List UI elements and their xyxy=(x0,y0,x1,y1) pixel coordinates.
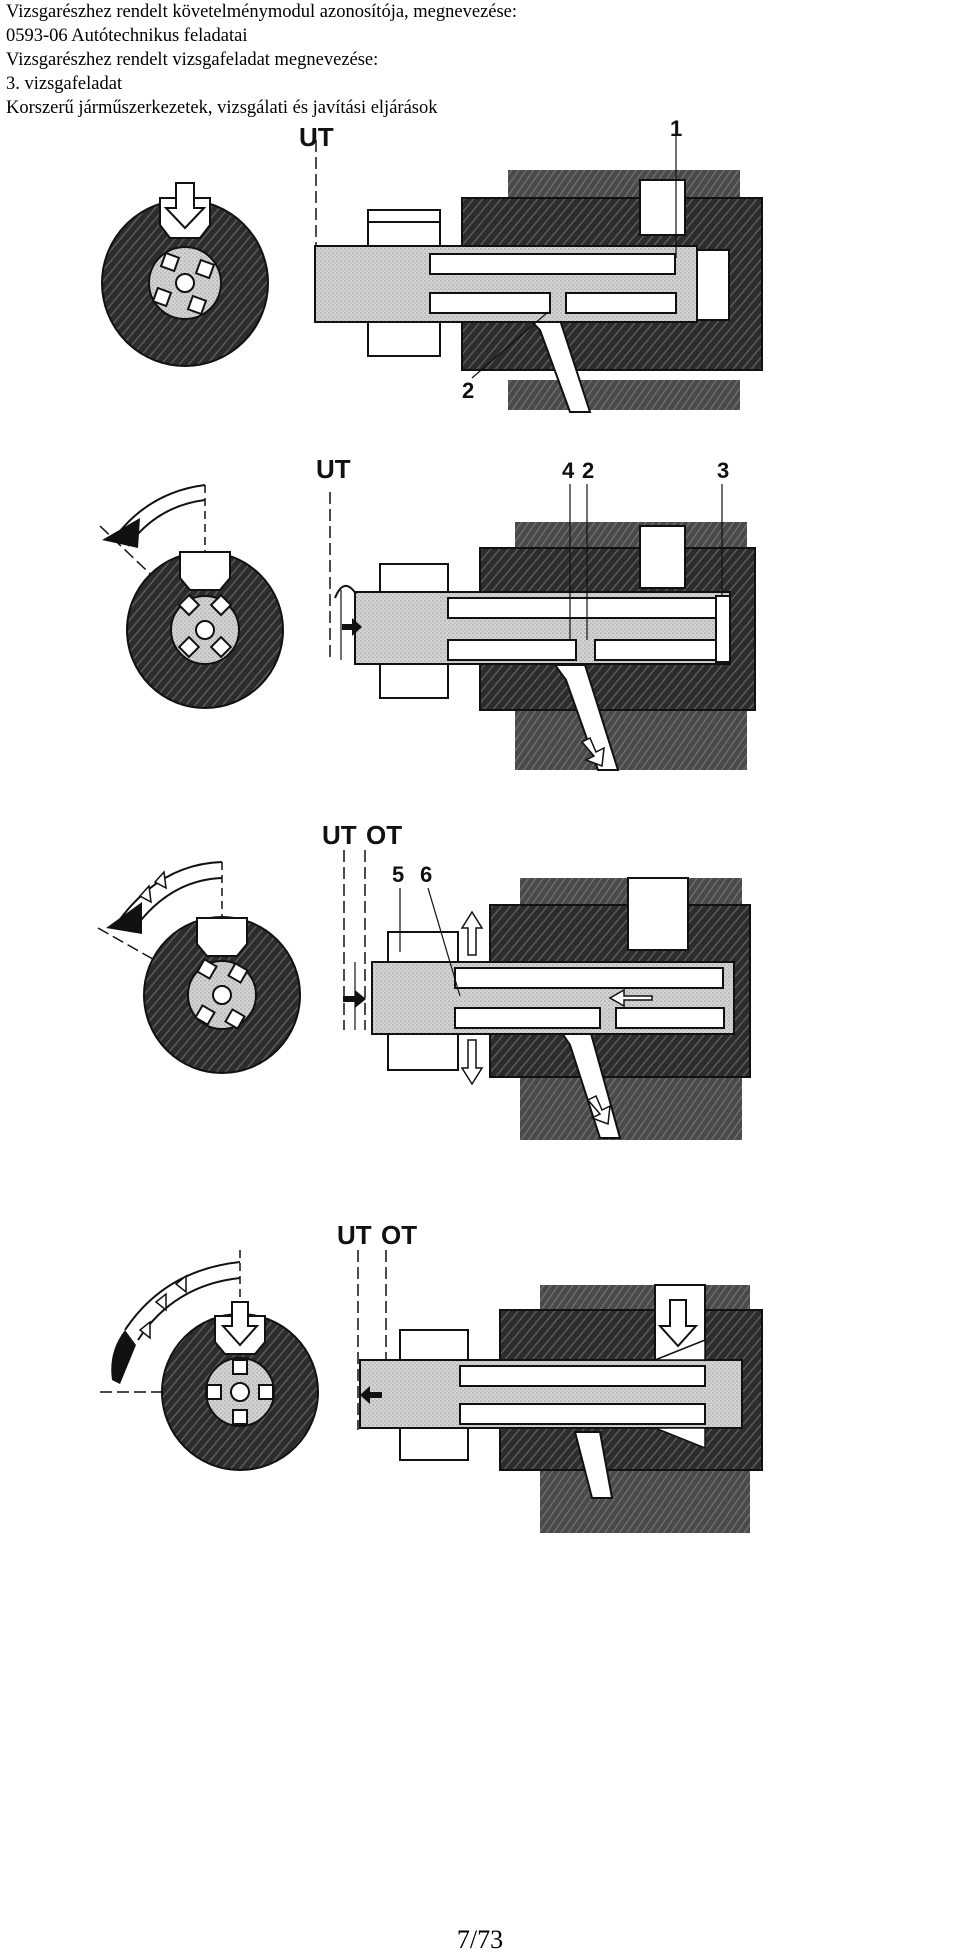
rotor-disc-4 xyxy=(161,1301,319,1471)
pump-section-4 xyxy=(357,1250,763,1533)
label-5-part: 5 xyxy=(392,862,404,887)
label-4-part: 4 xyxy=(562,458,575,483)
label-ut-2: UT xyxy=(316,454,351,484)
header-line-task-title: Korszerű járműszerkezetek, vizsgálati és… xyxy=(6,98,438,118)
pump-section-2 xyxy=(329,484,756,771)
rotation-arrow-icon xyxy=(106,902,142,934)
label-1-part: 1 xyxy=(670,116,682,141)
page-number: 7/73 xyxy=(456,1925,504,1954)
label-ot-3: OT xyxy=(366,820,402,850)
header-line-task-label: Vizsgarészhez rendelt vizsgafeladat megn… xyxy=(6,50,379,70)
header-line-task-number: 3. vizsgafeladat xyxy=(6,74,123,94)
header-line-module-label: Vizsgarészhez rendelt követelménymodul a… xyxy=(6,2,518,22)
push-arrow-icon xyxy=(343,990,366,1008)
rotor-disc-2 xyxy=(126,551,284,709)
rotation-arrow-icon xyxy=(111,1330,136,1384)
label-2-part-p1: 2 xyxy=(462,378,474,403)
label-ut-3: UT xyxy=(322,820,357,850)
rotor-disc-3 xyxy=(143,916,301,1074)
pump-section-1 xyxy=(314,135,763,413)
panel-4: UT OT xyxy=(100,1220,763,1533)
label-ut-4: UT xyxy=(337,1220,372,1250)
return-arrow-icon xyxy=(608,988,653,1008)
label-6-part: 6 xyxy=(420,862,432,887)
push-arrow-icon xyxy=(342,618,362,636)
label-ut-1: UT xyxy=(299,122,334,152)
label-ot-4: OT xyxy=(381,1220,417,1250)
label-2-part-p2: 2 xyxy=(582,458,594,483)
panel-3: UT OT 5 6 xyxy=(97,820,751,1140)
header-line-module-code: 0593-06 Autótechnikus feladatai xyxy=(6,26,248,46)
rotation-arrow-icon xyxy=(102,518,140,548)
up-arrow-icon xyxy=(460,910,484,956)
label-3-part: 3 xyxy=(717,458,729,483)
document-header: Vizsgarészhez rendelt követelménymodul a… xyxy=(6,0,946,120)
down-arrow-icon xyxy=(220,1301,260,1347)
down-arrow-icon xyxy=(460,1039,484,1086)
panel-1: UT 1 2 xyxy=(101,116,763,413)
rotor-disc-1 xyxy=(101,182,269,367)
flow-arrow-icon xyxy=(586,1094,611,1126)
down-arrow-icon xyxy=(657,1299,699,1348)
pump-section-3 xyxy=(343,850,751,1140)
down-arrow-icon xyxy=(163,182,207,230)
panel-2: UT 4 2 3 xyxy=(99,454,756,771)
flow-arrow-icon xyxy=(580,736,605,768)
retract-arrow-icon xyxy=(360,1386,382,1404)
